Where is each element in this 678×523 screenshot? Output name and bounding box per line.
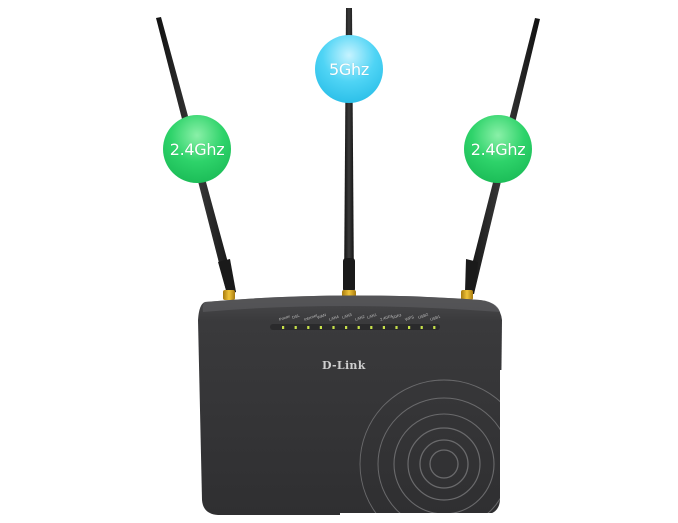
status-led xyxy=(420,326,423,329)
status-led xyxy=(433,326,436,329)
band-badge-left: 2.4Ghz xyxy=(163,115,231,183)
band-badge-right: 2.4Ghz xyxy=(464,115,532,183)
status-led xyxy=(307,326,310,329)
status-led xyxy=(345,326,348,329)
status-led xyxy=(395,326,398,329)
router-body xyxy=(198,295,502,515)
status-led xyxy=(357,326,360,329)
status-led xyxy=(282,326,285,329)
status-leds xyxy=(282,326,436,329)
band-badge-middle: 5Ghz xyxy=(315,35,383,103)
status-led xyxy=(382,326,385,329)
brand-logo: D-Link xyxy=(322,359,366,372)
status-led xyxy=(319,326,322,329)
status-led xyxy=(408,326,411,329)
status-led xyxy=(370,326,373,329)
status-led xyxy=(332,326,335,329)
status-led xyxy=(294,326,297,329)
